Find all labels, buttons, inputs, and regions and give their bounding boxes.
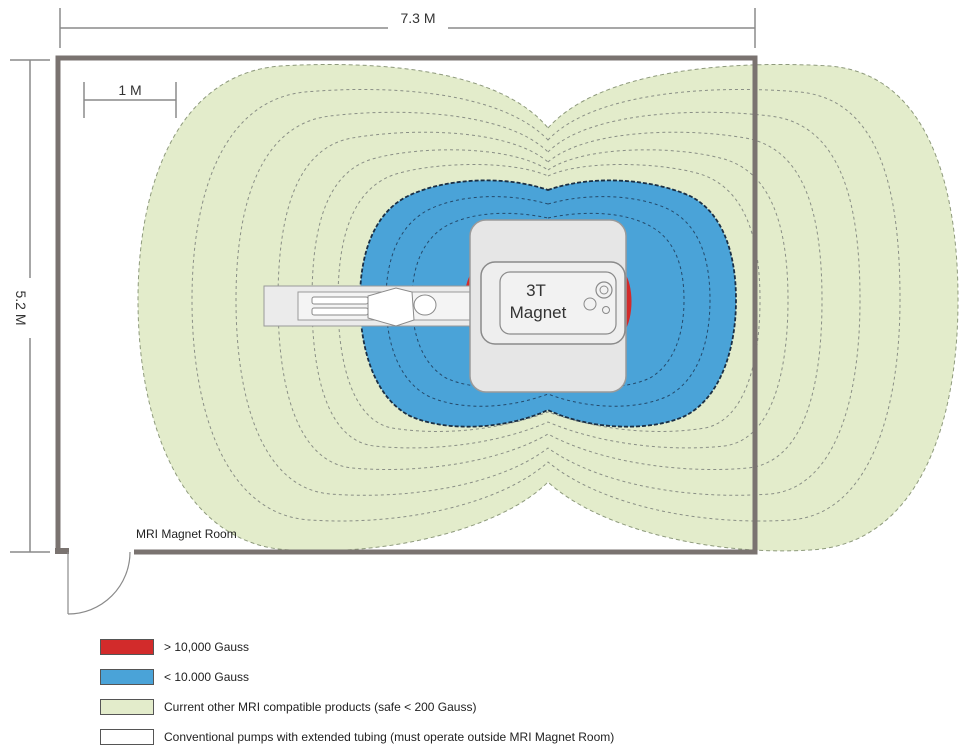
legend-item: Conventional pumps with extended tubing …: [100, 726, 860, 748]
legend-label: > 10,000 Gauss: [164, 640, 250, 654]
mri-room-diagram: 7.3 M 5.2 M: [10, 8, 959, 615]
legend-swatch-over-10000: [100, 639, 154, 655]
legend-swatch-under-10000: [100, 669, 154, 685]
patient-figure: [311, 287, 437, 327]
width-label: 7.3 M: [400, 10, 435, 26]
room-wall-left-stub: [55, 548, 69, 554]
legend-swatch-safe-zone: [100, 699, 154, 715]
field-contour-lines: [191, 88, 901, 522]
legend-item: < 10.000 Gauss: [100, 666, 860, 688]
legend-item: > 10,000 Gauss: [100, 636, 860, 658]
scale-bar: [83, 82, 177, 118]
scale-label: 1 M: [118, 82, 141, 98]
legend-swatch-outside: [100, 729, 154, 745]
height-label: 5.2 M: [13, 290, 29, 325]
legend-label: Current other MRI compatible products (s…: [164, 700, 477, 714]
door: [67, 551, 131, 615]
magnet-label-line1: 3T: [526, 281, 546, 300]
room-label: MRI Magnet Room: [136, 527, 237, 541]
legend-label: < 10.000 Gauss: [164, 670, 250, 684]
magnet-label-line2: Magnet: [510, 303, 567, 322]
inner-contour-lines: [385, 196, 711, 407]
legend-item: Current other MRI compatible products (s…: [100, 696, 860, 718]
legend: > 10,000 Gauss < 10.000 Gauss Current ot…: [100, 636, 860, 756]
magnet-housing: [469, 219, 627, 393]
legend-label: Conventional pumps with extended tubing …: [164, 730, 615, 744]
